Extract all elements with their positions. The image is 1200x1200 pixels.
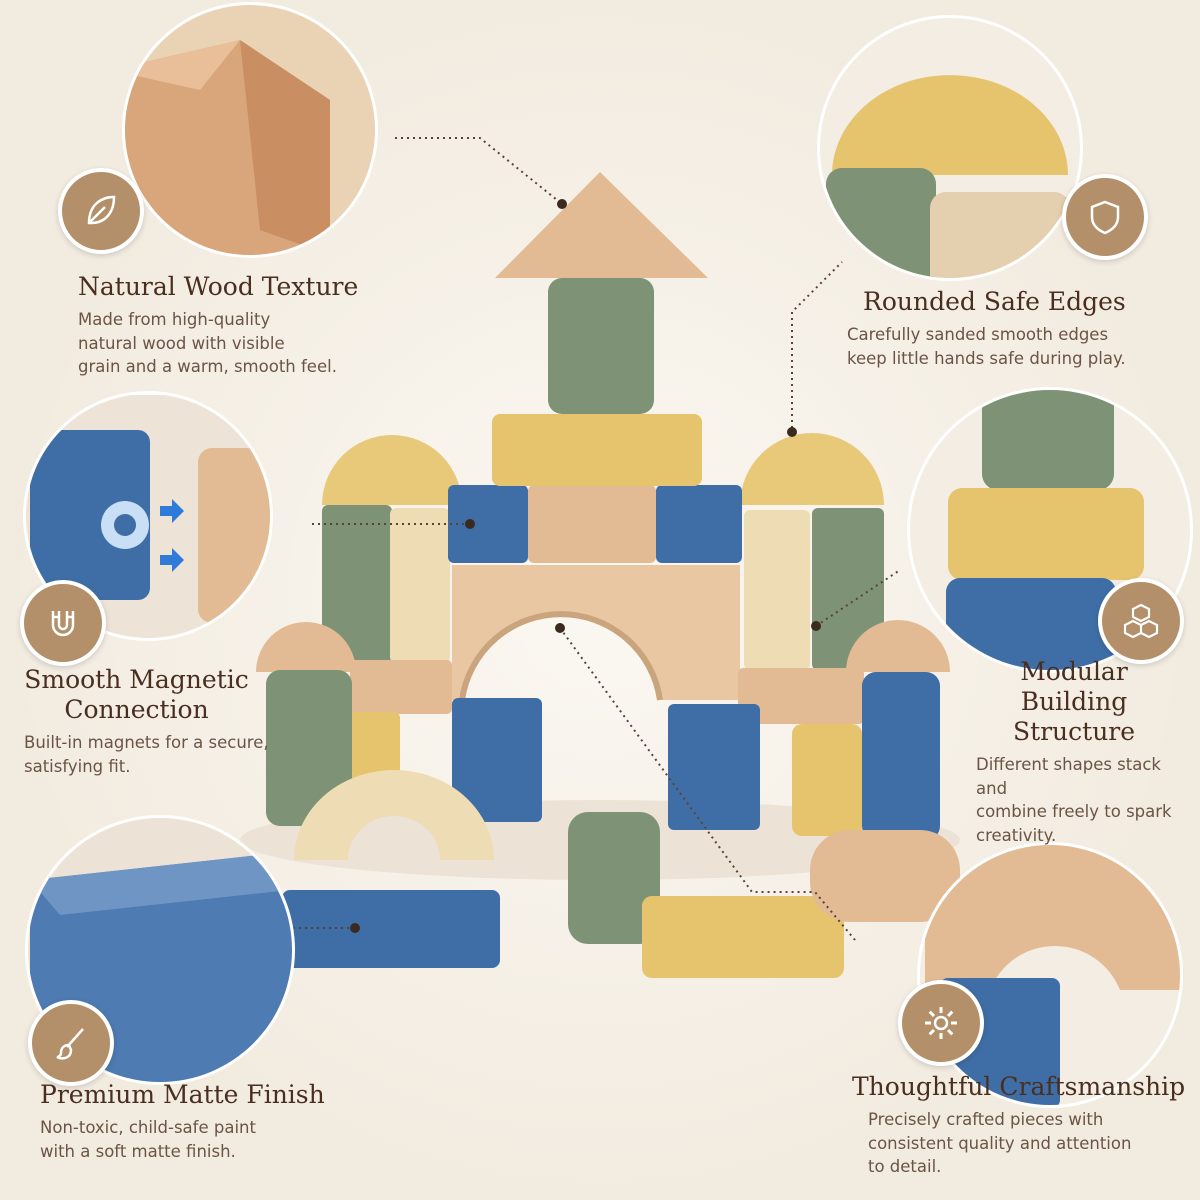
feature-description: Built-in magnets for a secure, satisfyin… bbox=[24, 731, 284, 778]
feature-description: Carefully sanded smooth edges keep littl… bbox=[847, 323, 1187, 370]
desc-line: Different shapes stack and bbox=[976, 755, 1161, 798]
feature-title: Thoughtful Craftsmanship bbox=[852, 1072, 1186, 1101]
magnet-icon bbox=[51, 611, 75, 637]
desc-line: with a soft matte finish. bbox=[40, 1141, 236, 1161]
detail-circle-craft bbox=[917, 842, 1183, 1108]
cubes-icon bbox=[1123, 603, 1159, 639]
feature-modular: Modular Building Structure Different sha… bbox=[976, 657, 1196, 847]
desc-line: combine freely to spark bbox=[976, 802, 1172, 821]
desc-line: creativity. bbox=[976, 825, 1057, 845]
leader-lines bbox=[294, 137, 901, 941]
shield-badge bbox=[1062, 174, 1148, 260]
feature-title: Premium Matte Finish bbox=[40, 1080, 325, 1109]
desc-line: natural wood with visible bbox=[78, 333, 285, 353]
leaf-icon bbox=[87, 195, 116, 225]
feature-title: Smooth Magnetic Connection bbox=[24, 665, 249, 725]
title-line: Structure bbox=[1012, 717, 1136, 746]
feature-title: Modular Building Structure bbox=[976, 657, 1172, 747]
feature-title: Rounded Safe Edges bbox=[863, 287, 1126, 316]
feature-description: Different shapes stack and combine freel… bbox=[976, 753, 1196, 847]
feature-description: Precisely crafted pieces with consistent… bbox=[868, 1108, 1192, 1179]
desc-line: consistent quality and attention bbox=[868, 1133, 1132, 1153]
title-line: Smooth Magnetic bbox=[24, 665, 249, 694]
brush-badge bbox=[28, 1000, 114, 1086]
desc-line: grain and a warm, smooth feel. bbox=[78, 357, 337, 376]
cubes-badge bbox=[1098, 578, 1184, 664]
desc-line: Made from high-quality bbox=[78, 310, 271, 329]
desc-line: Non-toxic, child-safe paint bbox=[40, 1118, 256, 1137]
desc-line: Precisely crafted pieces with bbox=[868, 1110, 1104, 1129]
feature-magnetic: Smooth Magnetic Connection Built-in magn… bbox=[24, 665, 284, 778]
detail-circle-wood bbox=[122, 2, 378, 258]
feature-matte-finish: Premium Matte Finish Non-toxic, child-sa… bbox=[40, 1080, 370, 1163]
shield-icon bbox=[1090, 200, 1120, 235]
gear-badge bbox=[898, 980, 984, 1066]
brush-icon bbox=[56, 1028, 84, 1060]
feature-craftsmanship: Thoughtful Craftsmanship Precisely craft… bbox=[852, 1072, 1192, 1179]
desc-line: to detail. bbox=[868, 1157, 942, 1176]
feature-natural-wood: Natural Wood Texture Made from high-qual… bbox=[78, 272, 418, 379]
detail-circle-magnet bbox=[23, 391, 273, 641]
feature-description: Made from high-quality natural wood with… bbox=[78, 308, 418, 379]
desc-line: Carefully sanded smooth edges bbox=[847, 325, 1109, 344]
gear-icon bbox=[925, 1007, 957, 1039]
desc-line: satisfying fit. bbox=[24, 756, 131, 776]
magnet-badge bbox=[20, 580, 106, 666]
feature-rounded-edges: Rounded Safe Edges Carefully sanded smoo… bbox=[847, 287, 1187, 370]
title-line: Connection bbox=[64, 695, 209, 724]
title-line: Modular Building bbox=[1020, 657, 1128, 716]
desc-line: keep little hands safe during play. bbox=[847, 348, 1126, 368]
feature-description: Non-toxic, child-safe paint with a soft … bbox=[40, 1116, 370, 1163]
castle-blocks bbox=[256, 172, 960, 978]
leaf-badge bbox=[58, 168, 144, 254]
feature-title: Natural Wood Texture bbox=[78, 272, 359, 301]
desc-line: Built-in magnets for a secure, bbox=[24, 733, 269, 752]
